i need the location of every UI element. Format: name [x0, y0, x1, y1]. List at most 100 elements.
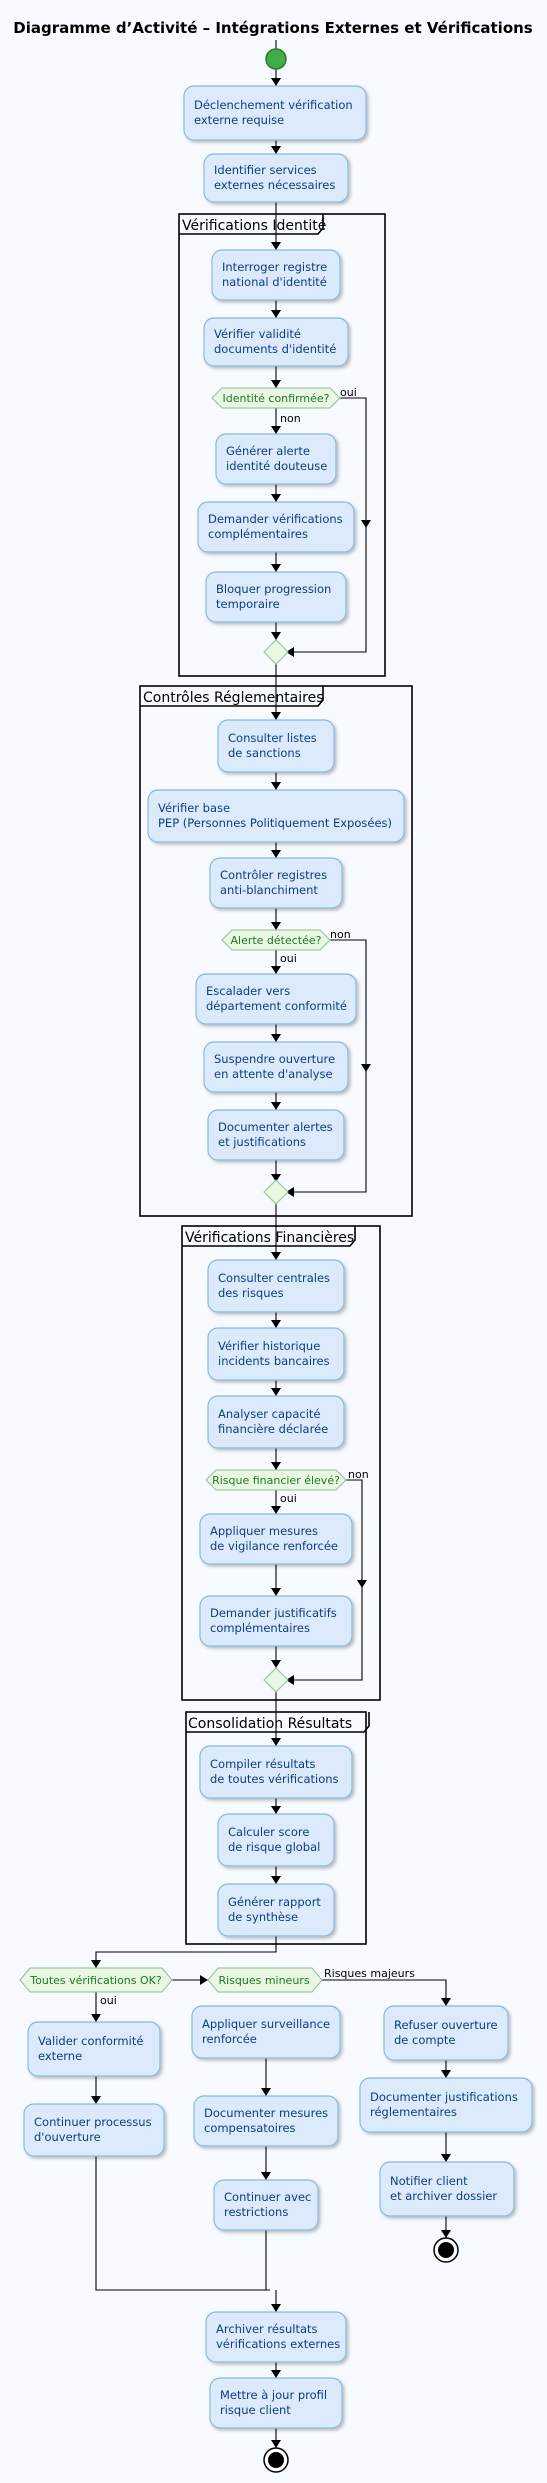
- svg-text:Identité confirmée?: Identité confirmée?: [222, 392, 329, 405]
- label-non-alerte: non: [330, 928, 351, 941]
- merge-diamond-alerte: [263, 1179, 289, 1205]
- label-oui-identite: oui: [340, 386, 357, 399]
- svg-text:Appliquer surveillance: Appliquer surveillance: [202, 2017, 330, 2031]
- svg-text:Continuer processus: Continuer processus: [34, 2115, 152, 2129]
- svg-text:de compte: de compte: [394, 2033, 455, 2047]
- svg-text:identité douteuse: identité douteuse: [226, 459, 327, 473]
- svg-text:renforcée: renforcée: [202, 2032, 257, 2046]
- svg-text:anti-blanchiment: anti-blanchiment: [220, 883, 318, 897]
- arrowheads: [91, 78, 451, 2448]
- merge-diamond-risque: [263, 1667, 289, 1693]
- svg-text:Escalader vers: Escalader vers: [206, 984, 290, 998]
- svg-text:département conformité: département conformité: [206, 999, 347, 1013]
- svg-text:restrictions: restrictions: [224, 2205, 288, 2219]
- activity-continuer: Continuer processus d'ouverture: [23, 2103, 165, 2157]
- svg-text:Documenter mesures: Documenter mesures: [204, 2106, 328, 2120]
- svg-text:de risque global: de risque global: [228, 1840, 320, 1854]
- decision-toutes: Toutes vérifications OK?: [19, 1967, 173, 1993]
- partition-consolidation-title: Consolidation Résultats: [188, 1716, 352, 1732]
- partition-reglementaire-title: Contrôles Réglementaires: [143, 690, 324, 706]
- activity-registre: Interroger registre national d'identité: [211, 249, 341, 301]
- svg-text:Documenter alertes: Documenter alertes: [218, 1120, 333, 1134]
- svg-text:en attente d'analyse: en attente d'analyse: [214, 1067, 333, 1081]
- svg-text:et archiver dossier: et archiver dossier: [390, 2189, 497, 2203]
- partition-identite: Vérifications Identité: [178, 213, 386, 677]
- svg-text:des risques: des risques: [218, 1286, 284, 1300]
- svg-text:Contrôler registres: Contrôler registres: [220, 868, 327, 882]
- svg-text:Générer rapport: Générer rapport: [228, 1895, 321, 1909]
- svg-text:Refuser ouverture: Refuser ouverture: [394, 2018, 498, 2032]
- svg-text:Vérifier validité: Vérifier validité: [214, 327, 301, 341]
- svg-text:réglementaires: réglementaires: [370, 2105, 457, 2119]
- svg-text:Identifier services: Identifier services: [214, 163, 317, 177]
- activity-identifier: Identifier services externes nécessaires: [203, 153, 349, 203]
- svg-text:financière déclarée: financière déclarée: [218, 1422, 328, 1436]
- svg-text:de synthèse: de synthèse: [228, 1910, 298, 1924]
- svg-text:Valider conformité: Valider conformité: [38, 2034, 143, 2048]
- svg-text:externes nécessaires: externes nécessaires: [214, 178, 335, 192]
- svg-text:d'ouverture: d'ouverture: [34, 2130, 101, 2144]
- svg-text:complémentaires: complémentaires: [210, 1621, 310, 1635]
- svg-text:Continuer avec: Continuer avec: [224, 2190, 311, 2204]
- activity-validite: Vérifier validité documents d'identité: [203, 317, 349, 367]
- label-oui-alerte: oui: [280, 952, 297, 965]
- activity-compiler: Compiler résultats de toutes vérificatio…: [199, 1745, 353, 1799]
- svg-text:Vérifier historique: Vérifier historique: [218, 1339, 320, 1353]
- svg-text:Calculer score: Calculer score: [228, 1825, 309, 1839]
- svg-text:Mettre à jour profil: Mettre à jour profil: [220, 2388, 327, 2402]
- svg-text:Déclenchement vérification: Déclenchement vérification: [194, 98, 353, 112]
- label-oui-toutes: oui: [100, 1994, 117, 2007]
- activity-profil: Mettre à jour profil risque client: [209, 2377, 343, 2429]
- svg-text:Notifier client: Notifier client: [390, 2174, 468, 2188]
- activity-alerte-identite: Générer alerte identité douteuse: [215, 433, 337, 485]
- label-risques-majeurs: Risques majeurs: [324, 1967, 415, 1980]
- activity-capacite: Analyser capacité financière déclarée: [207, 1395, 345, 1449]
- svg-text:Appliquer mesures: Appliquer mesures: [210, 1524, 318, 1538]
- end-node-refus: [433, 2237, 459, 2263]
- activity-demander-verifications: Demander vérifications complémentaires: [197, 501, 355, 553]
- activity-pep: Vérifier base PEP (Personnes Politiqueme…: [147, 789, 405, 843]
- activity-valider: Valider conformité externe: [27, 2021, 161, 2077]
- svg-text:externe requise: externe requise: [194, 113, 284, 127]
- decision-identite: Identité confirmée?: [211, 387, 341, 409]
- activity-justificatifs: Demander justificatifs complémentaires: [199, 1595, 353, 1647]
- svg-text:Générer alerte: Générer alerte: [226, 444, 310, 458]
- activity-historique: Vérifier historique incidents bancaires: [207, 1327, 345, 1381]
- decision-alerte: Alerte détectée?: [221, 929, 331, 951]
- svg-text:Suspendre ouverture: Suspendre ouverture: [214, 1052, 335, 1066]
- activity-centrales: Consulter centrales des risques: [207, 1259, 345, 1313]
- svg-text:Analyser capacité: Analyser capacité: [218, 1407, 320, 1421]
- svg-text:PEP (Personnes Politiquement E: PEP (Personnes Politiquement Exposées): [158, 816, 392, 830]
- svg-text:de toutes vérifications: de toutes vérifications: [210, 1772, 339, 1786]
- svg-text:de sanctions: de sanctions: [228, 746, 301, 760]
- activity-documenter-mesures: Documenter mesures compensatoires: [193, 2095, 339, 2147]
- activity-bloquer: Bloquer progression temporaire: [205, 571, 347, 623]
- svg-text:Bloquer progression: Bloquer progression: [216, 582, 331, 596]
- svg-text:externe: externe: [38, 2049, 82, 2063]
- label-non-risque: non: [348, 1468, 369, 1481]
- partition-financiere: Vérifications Financières: [181, 1225, 381, 1701]
- activity-documenter-alertes: Documenter alertes et justifications: [207, 1109, 345, 1161]
- activity-surveillance: Appliquer surveillance renforcée: [191, 2005, 341, 2059]
- svg-text:Compiler résultats: Compiler résultats: [210, 1757, 316, 1771]
- activity-antiblanchiment: Contrôler registres anti-blanchiment: [209, 857, 343, 909]
- svg-text:et justifications: et justifications: [218, 1135, 306, 1149]
- svg-text:Vérifier base: Vérifier base: [158, 801, 230, 815]
- merge-diamond-identite: [263, 639, 289, 665]
- partition-identite-title: Vérifications Identité: [182, 218, 326, 234]
- start-node: [265, 48, 287, 70]
- svg-text:Archiver résultats: Archiver résultats: [216, 2322, 318, 2336]
- activity-escalader: Escalader vers département conformité: [195, 973, 357, 1025]
- svg-text:Interroger registre: Interroger registre: [222, 260, 327, 274]
- activity-archiver: Archiver résultats vérifications externe…: [205, 2311, 347, 2363]
- svg-text:Toutes vérifications OK?: Toutes vérifications OK?: [29, 1974, 162, 1987]
- svg-text:vérifications externes: vérifications externes: [216, 2337, 340, 2351]
- svg-text:compensatoires: compensatoires: [204, 2121, 296, 2135]
- diagram-title: Diagramme d’Activité – Intégrations Exte…: [13, 19, 533, 37]
- activity-declenchement: Déclenchement vérification externe requi…: [183, 85, 367, 141]
- label-non-identite: non: [280, 412, 301, 425]
- svg-text:Risque financier élevé?: Risque financier élevé?: [212, 1474, 340, 1487]
- svg-text:Alerte détectée?: Alerte détectée?: [230, 934, 321, 947]
- svg-text:de vigilance renforcée: de vigilance renforcée: [210, 1539, 338, 1553]
